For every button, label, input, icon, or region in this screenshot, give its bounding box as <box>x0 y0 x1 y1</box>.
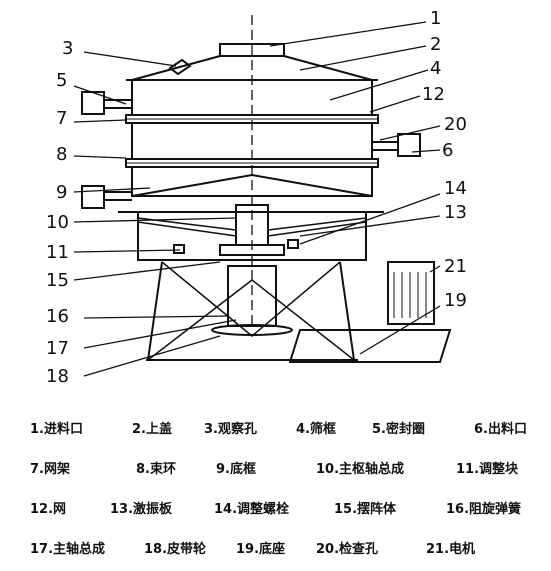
support-legs <box>147 261 355 361</box>
legend-item: 9.底框 <box>216 462 256 477</box>
callout-12: 12 <box>422 84 445 105</box>
callout-15: 15 <box>46 270 69 291</box>
callout-4: 4 <box>430 58 441 79</box>
base-platform <box>288 329 452 363</box>
callout-19: 19 <box>444 290 467 311</box>
callout-11: 11 <box>46 242 69 263</box>
legend-item: 19.底座 <box>236 542 286 557</box>
parts-legend: 1.进料口 2.上盖 3.观察孔 4.筛框 5.密封圈 6.出料口 7.网架 8… <box>0 418 551 568</box>
legend-item: 7.网架 <box>30 462 70 477</box>
legend-item: 1.进料口 <box>30 422 83 437</box>
belt-pulley <box>211 324 293 336</box>
callout-7: 7 <box>56 108 67 129</box>
observation-hole <box>168 58 192 76</box>
legend-row-2: 7.网架 8.束环 9.底框 10.主枢轴总成 11.调整块 <box>0 458 551 488</box>
legend-item: 21.电机 <box>426 542 476 557</box>
machine-drawing: 1 2 3 4 5 12 7 20 6 8 9 14 13 10 11 21 1… <box>46 8 467 387</box>
callout-5: 5 <box>56 70 67 91</box>
callout-20: 20 <box>444 114 467 135</box>
legend-row-3: 12.网 13.激振板 14.调整螺栓 15.摆阵体 16.阻旋弹簧 <box>0 498 551 528</box>
feed-inlet <box>219 43 285 57</box>
callout-3: 3 <box>62 38 73 59</box>
adjust-block <box>173 244 185 254</box>
legend-item: 2.上盖 <box>132 422 172 437</box>
callout-14: 14 <box>444 178 467 199</box>
outlet-lower-left <box>81 185 105 209</box>
legend-item: 17.主轴总成 <box>30 542 106 557</box>
bottom-frame-cone <box>131 173 373 197</box>
legend-item: 14.调整螺栓 <box>214 502 290 517</box>
legend-row-1: 1.进料口 2.上盖 3.观察孔 4.筛框 5.密封圈 6.出料口 <box>0 418 551 448</box>
adjust-bolt <box>287 239 299 249</box>
legend-item: 8.束环 <box>136 462 176 477</box>
callout-21: 21 <box>444 256 467 277</box>
vibration-plate <box>219 244 285 256</box>
legend-item: 15.摆阵体 <box>334 502 397 517</box>
callout-1: 1 <box>430 8 441 29</box>
legend-item: 20.检查孔 <box>316 542 379 557</box>
callout-6: 6 <box>442 140 453 161</box>
legend-item: 3.观察孔 <box>204 422 257 437</box>
outlet-right <box>397 133 421 157</box>
callout-17: 17 <box>46 338 69 359</box>
legend-item: 11.调整块 <box>456 462 519 477</box>
legend-row-4: 17.主轴总成 18.皮带轮 19.底座 20.检查孔 21.电机 <box>0 538 551 568</box>
legend-item: 18.皮带轮 <box>144 542 207 557</box>
legend-item: 16.阻旋弹簧 <box>446 502 522 517</box>
callout-9: 9 <box>56 182 67 203</box>
callout-2: 2 <box>430 34 441 55</box>
legend-item: 6.出料口 <box>474 422 527 437</box>
callout-18: 18 <box>46 366 69 387</box>
legend-item: 10.主枢轴总成 <box>316 462 405 477</box>
legend-item: 13.激振板 <box>110 502 173 517</box>
callout-13: 13 <box>444 202 467 223</box>
callout-16: 16 <box>46 306 69 327</box>
callout-8: 8 <box>56 144 67 165</box>
legend-item: 5.密封圈 <box>372 422 425 437</box>
leader-lines <box>73 21 441 377</box>
motor <box>387 261 435 325</box>
callout-10: 10 <box>46 212 69 233</box>
legend-item: 12.网 <box>30 502 67 517</box>
legend-item: 4.筛框 <box>296 422 336 437</box>
vibrating-screen-diagram: 1 2 3 4 5 12 7 20 6 8 9 14 13 10 11 21 1… <box>46 8 467 387</box>
